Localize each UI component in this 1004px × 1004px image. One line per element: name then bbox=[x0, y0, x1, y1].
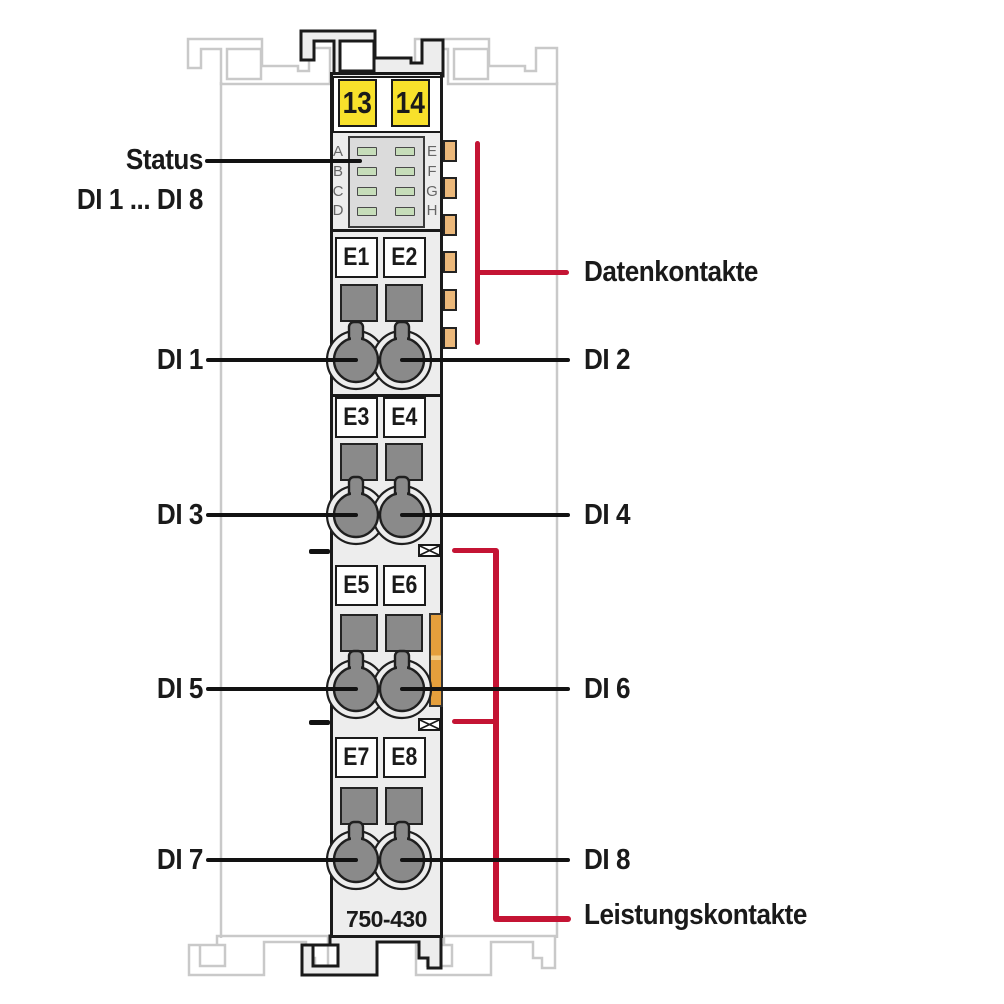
di3-label: DI 3 bbox=[156, 499, 204, 531]
terminal-number-14: 14 bbox=[391, 79, 430, 127]
led-di1 bbox=[357, 147, 377, 156]
channel-box-e5-text: E5 bbox=[343, 571, 370, 599]
led-letter-f: F bbox=[427, 163, 437, 180]
led-letter-c: C bbox=[332, 183, 344, 200]
status-label: Status bbox=[125, 144, 204, 176]
power-contacts-bracket-vertical bbox=[493, 548, 499, 922]
led-letter-e: E bbox=[426, 143, 437, 160]
terminal-number-13: 13 bbox=[338, 79, 377, 127]
release-latch bbox=[429, 613, 443, 707]
led-letter-g: G bbox=[426, 183, 438, 200]
channel-box-e1: E1 bbox=[335, 237, 378, 278]
di6-label: DI 6 bbox=[584, 673, 631, 705]
di5-leader-line bbox=[206, 687, 358, 691]
channel-box-e8-text: E8 bbox=[391, 743, 418, 771]
di7-leader-line bbox=[206, 858, 358, 862]
data-contacts-label: Datenkontakte bbox=[584, 256, 758, 288]
data-contact-4 bbox=[443, 251, 457, 273]
di1-leader-line bbox=[206, 358, 358, 362]
channel-box-e1-text: E1 bbox=[343, 243, 370, 271]
channel-box-e6: E6 bbox=[383, 565, 426, 606]
channel-box-e3-text: E3 bbox=[343, 403, 370, 431]
di1-label: DI 1 bbox=[156, 344, 204, 376]
di5-label: DI 5 bbox=[156, 673, 204, 705]
clamp-opening-e3 bbox=[340, 443, 378, 481]
clamp-opening-e1 bbox=[340, 284, 378, 322]
di4-leader-line bbox=[400, 513, 570, 517]
led-block bbox=[348, 136, 425, 228]
status-leader-line bbox=[205, 159, 362, 163]
channel-box-e2: E2 bbox=[383, 237, 426, 278]
clamp-opening-e8 bbox=[385, 787, 423, 825]
di6-leader-line bbox=[400, 687, 570, 691]
power-contacts-bracket-stub-top bbox=[452, 548, 498, 553]
terminal-number-14-text: 14 bbox=[395, 85, 426, 120]
clamp-opening-e6 bbox=[385, 614, 423, 652]
led-letter-h: H bbox=[426, 202, 438, 219]
clamp-opening-e7 bbox=[340, 787, 378, 825]
module-top-profile bbox=[299, 29, 445, 78]
led-di6 bbox=[395, 167, 415, 176]
led-di2 bbox=[357, 167, 377, 176]
data-contacts-bracket-horizontal bbox=[477, 270, 569, 275]
status-range-label: DI 1 ... DI 8 bbox=[76, 184, 204, 216]
led-letter-a: A bbox=[332, 143, 343, 160]
part-number: 750-430 bbox=[346, 906, 427, 932]
power-jumper-contact-top bbox=[418, 544, 441, 557]
channel-box-e6-text: E6 bbox=[391, 571, 418, 599]
led-letter-d: D bbox=[332, 202, 344, 219]
channel-box-e3: E3 bbox=[335, 397, 378, 438]
data-contact-6 bbox=[443, 327, 457, 349]
channel-box-e8: E8 bbox=[383, 737, 426, 778]
data-contact-1 bbox=[443, 140, 457, 162]
clamp-opening-e2 bbox=[385, 284, 423, 322]
data-contact-3 bbox=[443, 214, 457, 236]
data-contacts-bracket-vertical bbox=[475, 141, 480, 345]
data-contact-5 bbox=[443, 289, 457, 311]
di4-label: DI 4 bbox=[584, 499, 631, 531]
power-contacts-label: Leistungskontakte bbox=[584, 899, 807, 931]
led-di3 bbox=[357, 187, 377, 196]
di2-leader-line bbox=[400, 358, 570, 362]
data-contact-2 bbox=[443, 177, 457, 199]
wire-terminals-di3-di4 bbox=[325, 475, 433, 546]
module-bottom-profile bbox=[300, 934, 443, 977]
section-divider-1 bbox=[330, 229, 443, 232]
channel-box-e7-text: E7 bbox=[343, 743, 370, 771]
power-contacts-bracket-horizontal bbox=[495, 916, 571, 922]
divider-tick-top bbox=[309, 549, 330, 554]
channel-box-e5: E5 bbox=[335, 565, 378, 606]
terminal-number-13-text: 13 bbox=[342, 85, 373, 120]
power-contacts-bracket-stub-mid bbox=[452, 719, 498, 724]
left-neighbor-top-profile bbox=[186, 37, 332, 86]
section-divider-2 bbox=[330, 394, 443, 397]
power-jumper-contact-bottom bbox=[418, 718, 441, 731]
clamp-opening-e4 bbox=[385, 443, 423, 481]
divider-tick-bottom bbox=[309, 720, 330, 725]
channel-box-e2-text: E2 bbox=[391, 243, 418, 271]
di8-leader-line bbox=[400, 858, 570, 862]
di3-leader-line bbox=[206, 513, 358, 517]
led-di7 bbox=[395, 187, 415, 196]
led-di8 bbox=[395, 207, 415, 216]
di2-label: DI 2 bbox=[584, 344, 631, 376]
channel-box-e4: E4 bbox=[383, 397, 426, 438]
led-di5 bbox=[395, 147, 415, 156]
channel-box-e4-text: E4 bbox=[391, 403, 418, 431]
di8-label: DI 8 bbox=[584, 844, 631, 876]
led-letter-b: B bbox=[332, 163, 343, 180]
di7-label: DI 7 bbox=[156, 844, 204, 876]
channel-box-e7: E7 bbox=[335, 737, 378, 778]
led-di4 bbox=[357, 207, 377, 216]
